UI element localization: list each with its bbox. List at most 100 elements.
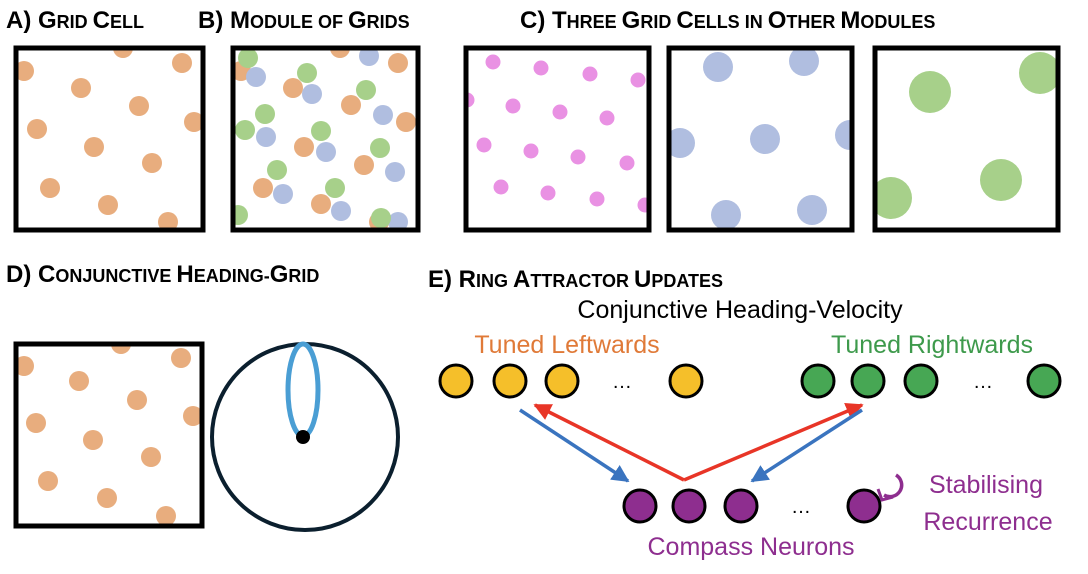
tuned-rightwards-label: Tuned Rightwards	[831, 331, 1033, 359]
neuron-compass	[846, 488, 882, 524]
neuron-right	[1026, 363, 1062, 399]
grid-field	[267, 160, 287, 180]
grid-fields-green	[233, 48, 391, 228]
grid-field	[69, 371, 89, 391]
panel-d-title: D) CONJUNCTIVE HEADING-GRID	[6, 261, 319, 288]
grid-cell-panel	[16, 48, 203, 230]
panel-b-title: B) MODULE OF GRIDS	[198, 7, 410, 34]
grid-field	[540, 185, 556, 201]
stabilising-label: Stabilising	[929, 471, 1043, 499]
grid-field	[311, 121, 331, 141]
panel-a-title: A) GRID CELL	[6, 7, 144, 34]
grid-fields-blue	[246, 48, 408, 230]
grid-field	[476, 137, 492, 153]
grid-field	[552, 104, 568, 120]
neuron-left	[668, 363, 704, 399]
grid-field	[875, 177, 912, 219]
grid-field	[523, 143, 539, 159]
rightward-neurons	[800, 363, 1062, 399]
grid-field	[789, 48, 819, 76]
grid-cell-medium-scale	[669, 48, 852, 230]
grid-field	[570, 149, 586, 165]
ellipsis: …	[791, 496, 811, 518]
grid-field	[311, 194, 331, 214]
grid-field	[354, 155, 374, 175]
compass-neurons	[622, 488, 882, 524]
grid-field	[294, 137, 314, 157]
grid-field	[141, 447, 161, 467]
heading-grid-cell-frame	[13, 341, 205, 529]
panel-e-title: E) RING ATTRACTOR UPDATES	[428, 266, 723, 293]
grid-field	[256, 127, 276, 147]
grid-field	[619, 155, 635, 171]
grid-field	[156, 506, 176, 526]
grid-field	[589, 191, 605, 207]
grid-field	[316, 142, 336, 162]
grid-field	[233, 205, 248, 225]
grid-field	[359, 48, 379, 66]
heading-tuning-lobe	[285, 341, 321, 439]
panel-c-title: C) THREE GRID CELLS IN OTHER MODULES	[520, 7, 935, 34]
grid-field	[1019, 52, 1058, 94]
ellipsis: …	[973, 371, 993, 393]
grid-field	[385, 162, 405, 182]
neuron-compass	[622, 488, 658, 524]
grid-field	[26, 413, 46, 433]
grid-field	[797, 195, 827, 225]
grid-field	[331, 201, 351, 221]
heading-grid-cell-panel	[16, 344, 202, 526]
grid-field	[980, 159, 1022, 201]
grid-field	[599, 110, 615, 126]
grid-field	[83, 430, 103, 450]
grid-field	[171, 348, 191, 368]
neuron-left	[544, 363, 580, 399]
grid-field	[27, 119, 47, 139]
grid-cell-small-frame	[463, 45, 652, 233]
leftward-neurons	[438, 363, 704, 399]
grid-field	[238, 48, 258, 68]
grid-field	[388, 212, 408, 230]
neuron-compass	[723, 488, 759, 524]
blue-arrow-from-left	[519, 408, 630, 483]
neuron-left	[492, 363, 528, 399]
neuron-right	[850, 363, 886, 399]
grid-field	[16, 61, 34, 81]
grid-field	[533, 60, 549, 76]
grid-field	[669, 128, 695, 158]
grid-module-frame	[230, 45, 421, 233]
ellipsis: …	[612, 371, 632, 393]
tuned-leftwards-label: Tuned Leftwards	[474, 331, 659, 359]
grid-field	[582, 66, 598, 82]
grid-field	[40, 178, 60, 198]
grid-field	[98, 195, 118, 215]
blue-arrow-from-right	[750, 408, 863, 483]
grid-cell-small-scale	[466, 54, 649, 213]
grid-field	[127, 390, 147, 410]
grid-field	[909, 71, 951, 113]
grid-cell-frame	[13, 45, 206, 233]
grid-field	[835, 120, 852, 150]
grid-field	[302, 84, 322, 104]
grid-field	[16, 356, 34, 376]
neuron-right	[903, 363, 939, 399]
grid-field	[38, 471, 58, 491]
neuron-right	[800, 363, 836, 399]
grid-cell-large-scale	[875, 52, 1058, 219]
grid-field	[158, 212, 178, 230]
grid-module-panel	[233, 48, 416, 230]
grid-field	[703, 52, 733, 82]
grid-cell-medium-frame	[666, 45, 855, 233]
polar-center-dot	[296, 430, 310, 444]
red-arrow-to-left	[533, 403, 685, 482]
neuron-left	[438, 363, 474, 399]
grid-field	[235, 120, 255, 140]
grid-field	[396, 112, 416, 132]
red-arrow-to-right	[683, 403, 864, 482]
grid-field	[325, 178, 345, 198]
grid-field	[297, 63, 317, 83]
grid-field	[71, 78, 91, 98]
grid-field	[373, 105, 393, 125]
recurrence-label: Recurrence	[923, 508, 1052, 536]
neuron-compass	[671, 488, 707, 524]
